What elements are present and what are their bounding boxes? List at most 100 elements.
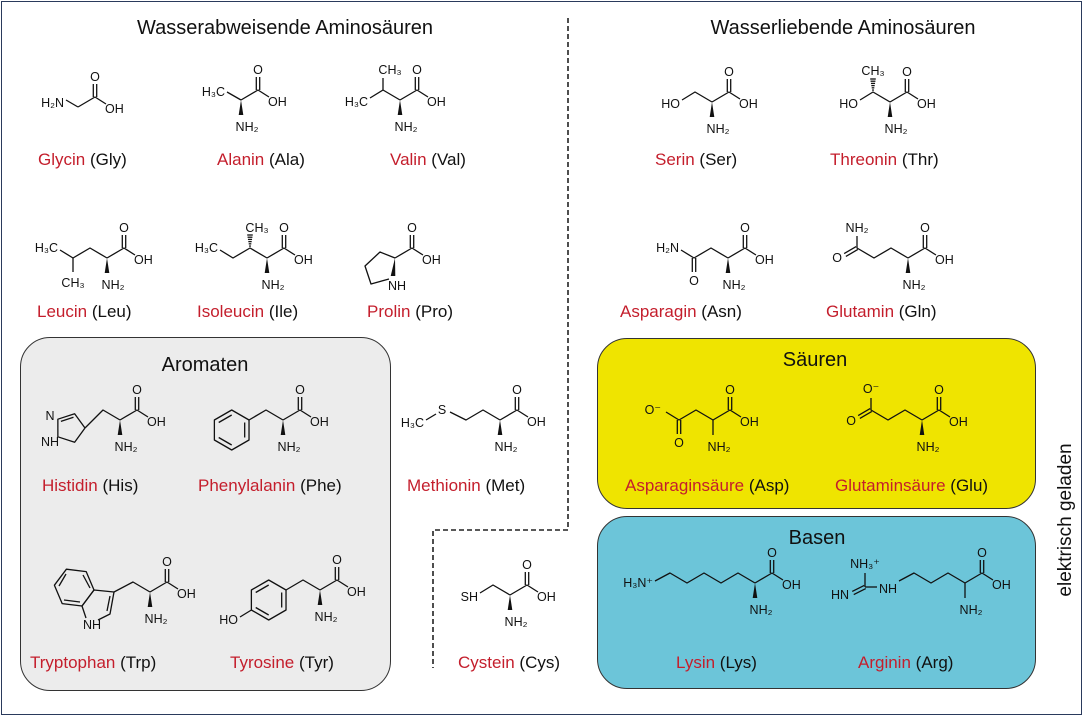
label-asparaginsaeure: Asparaginsäure (Asp) — [625, 475, 789, 497]
stereo-wedge — [264, 258, 270, 273]
molecule-abbr: (Met) — [485, 476, 526, 495]
label-cystein: Cystein (Cys) — [458, 652, 560, 674]
molecule-name: Glycin — [38, 150, 86, 169]
atom-label: NH₂ — [102, 278, 125, 292]
molecule-name: Asparaginsäure — [625, 476, 745, 495]
atom-label: H₃C — [401, 416, 424, 430]
atom-label: OH — [268, 95, 287, 109]
molecule-name: Glutamin — [826, 302, 895, 321]
label-glutaminsaeure: Glutaminsäure (Glu) — [835, 475, 988, 497]
molecule-name: Prolin — [367, 302, 411, 321]
hydrophobic-heading: Wasserabweisende Aminosäuren — [136, 17, 434, 39]
label-prolin: Prolin (Pro) — [367, 301, 453, 323]
atom-label: O — [902, 65, 912, 79]
hydrophilic-heading: Wasserliebende Aminosäuren — [710, 17, 976, 39]
atom-label: OH — [782, 578, 801, 592]
atom-label: OH — [294, 253, 313, 267]
atom-label: OH — [740, 415, 759, 429]
acids-group-box — [597, 338, 1036, 509]
atom-label: O — [846, 414, 856, 428]
molecule-abbr: (Phe) — [300, 476, 342, 495]
atom-label: O — [295, 383, 305, 397]
stereo-wedge — [280, 420, 286, 435]
atom-label: O — [279, 221, 289, 235]
atom-label: O — [689, 274, 699, 288]
stereo-wedge — [397, 100, 403, 115]
molecule-name: Isoleucin — [197, 302, 265, 321]
molecule-name: Tryptophan — [30, 653, 116, 672]
atom-label: NH₂ — [505, 615, 528, 629]
atom-label: O — [119, 221, 129, 235]
molecule-name: Serin — [655, 150, 695, 169]
label-serin: Serin (Ser) — [655, 149, 737, 171]
atom-label: O — [674, 436, 684, 450]
stereo-wedge — [147, 592, 153, 607]
atom-label: O — [934, 383, 944, 397]
atom-label: OH — [755, 253, 774, 267]
stereo-wedge — [725, 258, 731, 273]
atom-label: NH₂ — [723, 278, 746, 292]
molecule-name: Histidin — [42, 476, 98, 495]
atom-label: NH — [879, 582, 897, 596]
atom-label: OH — [422, 253, 441, 267]
molecule-name: Phenylalanin — [198, 476, 296, 495]
molecule-name: Threonin — [830, 150, 898, 169]
atom-label: CH₃ — [861, 64, 884, 78]
molecule-abbr: (Tyr) — [298, 653, 334, 672]
atom-label: H₃C — [195, 241, 218, 255]
atom-label: OH — [935, 253, 954, 267]
label-tryptophan: Tryptophan (Trp) — [30, 652, 156, 674]
atom-label: CH₃ — [378, 63, 401, 77]
molecule-name: Cystein — [458, 653, 515, 672]
molecule-abbr: (Cys) — [519, 653, 561, 672]
atom-label: NH₃⁺ — [850, 557, 880, 571]
atom-label: H₃C — [202, 85, 225, 99]
atom-label: NH₂ — [145, 612, 168, 626]
atom-label: CH₃ — [61, 276, 84, 290]
atom-label: O — [977, 546, 987, 560]
label-lysin: Lysin (Lys) — [676, 652, 757, 674]
molecule-abbr: (Leu) — [91, 302, 132, 321]
atom-label: N — [45, 409, 54, 423]
label-histidin: Histidin (His) — [42, 475, 138, 497]
atom-label: NH₂ — [395, 120, 418, 134]
atom-label: NH — [83, 618, 101, 632]
atom-label: NH₂ — [750, 603, 773, 617]
bases-heading: Basen — [788, 527, 846, 549]
atom-label: O — [162, 555, 172, 569]
aromatic-heading: Aromaten — [161, 354, 249, 376]
label-glutamin: Glutamin (Gln) — [826, 301, 937, 323]
atom-label: CH₃ — [245, 221, 268, 235]
atom-label: NH₂ — [917, 440, 940, 454]
stereo-wedge — [905, 258, 911, 273]
atom-label: HO — [839, 97, 858, 111]
atom-label: NH₂ — [495, 440, 518, 454]
stereo-wedge — [390, 258, 396, 276]
atom-label: O⁻ — [645, 403, 661, 417]
stereo-wedge — [752, 583, 758, 598]
atom-label: OH — [147, 415, 166, 429]
atom-label: O — [740, 221, 750, 235]
molecule-abbr: (Ala) — [269, 150, 305, 169]
stereo-wedge — [238, 100, 244, 115]
atom-label: OH — [427, 95, 446, 109]
label-methionin: Methionin (Met) — [407, 475, 525, 497]
atom-label: O — [920, 221, 930, 235]
stereo-wedge — [919, 420, 925, 435]
atom-label: OH — [134, 253, 153, 267]
molecule-abbr: (Ile) — [268, 302, 299, 321]
atom-label: O — [767, 546, 777, 560]
atom-label: NH — [388, 279, 406, 293]
atom-label: O — [724, 65, 734, 79]
atom-label: HO — [661, 97, 680, 111]
atom-label: O — [253, 63, 263, 77]
